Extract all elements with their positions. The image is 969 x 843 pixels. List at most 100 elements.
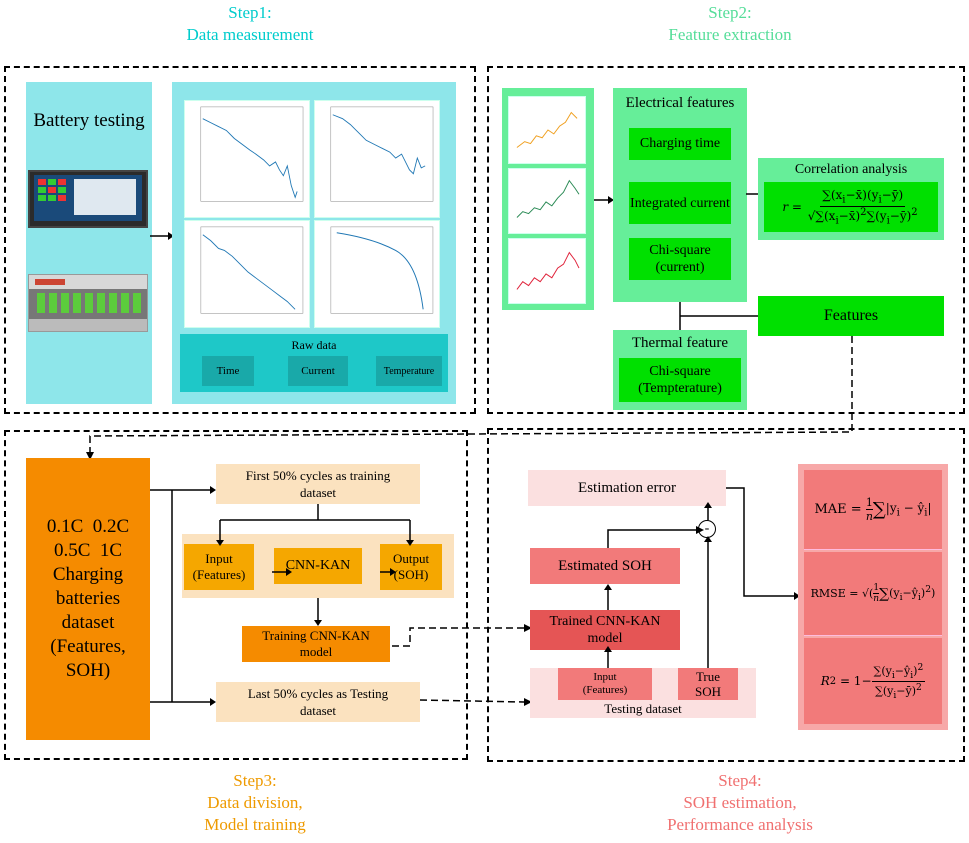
step3-line2: Model training (204, 815, 306, 834)
step4-line1: SOH estimation, (683, 793, 797, 812)
step2-subtitle: Feature extraction (668, 25, 792, 44)
step1-subtitle: Data measurement (186, 25, 314, 44)
raw-data-temperature: Temperature (376, 356, 442, 386)
step2-frame (487, 66, 965, 414)
step3-frame (4, 430, 468, 760)
testing-input-line1: Input (593, 671, 617, 683)
model-input: Input (Features) (184, 544, 254, 590)
true-soh-box: True SOH (678, 668, 738, 700)
testing-input-line2: (Features) (582, 684, 628, 696)
training-model-line1: Training CNN-KAN (262, 628, 370, 643)
electrical-features-title: Electrical features (625, 94, 735, 111)
step4-frame (487, 428, 965, 762)
step3-title: Step3: Data division, Model training (155, 770, 355, 836)
raw-plot-4 (314, 220, 440, 328)
step1-label: Step1: (228, 3, 272, 22)
training-model-line2: model (299, 644, 333, 659)
arrow-plots-to-features (594, 196, 614, 204)
battery-testing-panel: Battery testing (26, 82, 152, 404)
model-input-line2: (Features) (192, 567, 246, 582)
feature-plots-panel (502, 88, 594, 310)
mae-label: MAE (814, 502, 847, 517)
step3-label: Step3: (233, 771, 277, 790)
raw-data-box: Raw data Time Current Temperature (180, 334, 448, 392)
testing-input-box: Input (Features) (558, 668, 652, 700)
battery-testing-label: Battery testing (33, 110, 145, 131)
feature-chi-square-current: Chi-square (current) (629, 238, 731, 280)
testing-split-line2: dataset (299, 703, 337, 718)
battery-tester-photo (28, 170, 148, 228)
testing-split-box: Last 50% cycles as Testing dataset (216, 682, 420, 722)
arrow-features-to-dataset (86, 336, 853, 460)
dashed-arrows-3-to-4 (392, 624, 532, 706)
subtract-sign: - (704, 521, 710, 536)
testing-dataset-label: Testing dataset (604, 701, 682, 716)
step3-line1: Data division, (207, 793, 303, 812)
rmse-label: RMSE (810, 587, 846, 600)
features-connectors (679, 190, 764, 330)
step1-frame (4, 66, 476, 414)
training-model-box: Training CNN-KAN model (242, 626, 390, 662)
step4-title: Step4: SOH estimation, Performance analy… (610, 770, 870, 836)
dataset-line-1: 0.1C 0.2C (46, 516, 130, 537)
battery-rack-photo (28, 274, 148, 332)
true-soh-line2: SOH (694, 684, 721, 699)
testing-split-line1: Last 50% cycles as Testing (247, 686, 389, 701)
thermal-feature-panel: Thermal feature Chi-square (Tempterature… (613, 330, 747, 410)
model-output-line1: Output (392, 551, 430, 566)
training-split-line2: dataset (299, 485, 337, 500)
dataset-line-2: 0.5C 1C (53, 540, 123, 561)
dataset-line-6: (Features, (50, 636, 126, 657)
thermal-feature-title: Thermal feature (631, 334, 729, 351)
trained-model-line1: Trained CNN-KAN (549, 614, 661, 629)
training-split-box: First 50% cycles as training dataset (216, 464, 420, 504)
dataset-line-3: Charging (52, 564, 124, 585)
raw-data-panel: Raw data Time Current Temperature (172, 82, 456, 404)
trained-model-box: Trained CNN-KAN model (530, 610, 680, 650)
electrical-features-panel: Electrical features Charging time Integr… (613, 88, 747, 302)
dataset-line-7: SOH) (65, 660, 111, 681)
trained-model-line2: model (587, 631, 623, 646)
step4-line2: Performance analysis (667, 815, 813, 834)
model-row-panel: Input (Features) CNN-KAN Output (SOH) (182, 534, 454, 598)
model-input-line1: Input (205, 551, 233, 566)
step4-arrows (604, 487, 800, 668)
model-output-line2: (SOH) (393, 567, 429, 582)
feature-plot-1 (508, 96, 586, 164)
model-cnn-kan: CNN-KAN (274, 548, 362, 584)
dataset-line-5: dataset (61, 612, 115, 633)
raw-data-title: Raw data (291, 337, 337, 352)
step2-title: Step2: Feature extraction (610, 2, 850, 46)
dataset-line-4: batteries (55, 588, 121, 609)
step3-arrows (150, 486, 414, 706)
feature-integrated-current: Integrated current (629, 182, 731, 224)
true-soh-line1: True (695, 669, 721, 684)
raw-plot-1 (184, 100, 310, 218)
raw-plot-3 (184, 220, 310, 328)
raw-data-time: Time (202, 356, 254, 386)
testing-dataset-panel: Input (Features) True SOH Testing datase… (530, 668, 756, 718)
arrow-battery-to-plots (150, 232, 174, 240)
training-split-line1: First 50% cycles as training (245, 468, 391, 483)
model-output: Output (SOH) (380, 544, 442, 590)
feature-charging-time: Charging time (629, 128, 731, 160)
estimation-error-box: Estimation error (528, 470, 726, 506)
estimated-soh-box: Estimated SOH (530, 548, 680, 584)
step2-label: Step2: (708, 3, 752, 22)
raw-plot-2 (314, 100, 440, 218)
step4-label: Step4: (718, 771, 762, 790)
thermal-chi-square: Chi-square (Tempterature) (619, 358, 741, 402)
correlation-title: Correlation analysis (794, 162, 908, 177)
step1-title: Step1: Data measurement (150, 2, 350, 46)
raw-data-current: Current (288, 356, 348, 386)
feature-plot-3 (508, 238, 586, 304)
dataset-box: 0.1C 0.2C 0.5C 1C Charging batteries dat… (26, 458, 150, 740)
features-box: Features (758, 296, 944, 336)
correlation-panel: Correlation analysis r = ∑(xi−x̄)(yi−ȳ) … (758, 158, 944, 240)
feature-plot-2 (508, 168, 586, 234)
correlation-formula: r = ∑(xi−x̄)(yi−ȳ) √∑(xi−x̄)2∑(yi−ȳ)2 (764, 182, 938, 232)
